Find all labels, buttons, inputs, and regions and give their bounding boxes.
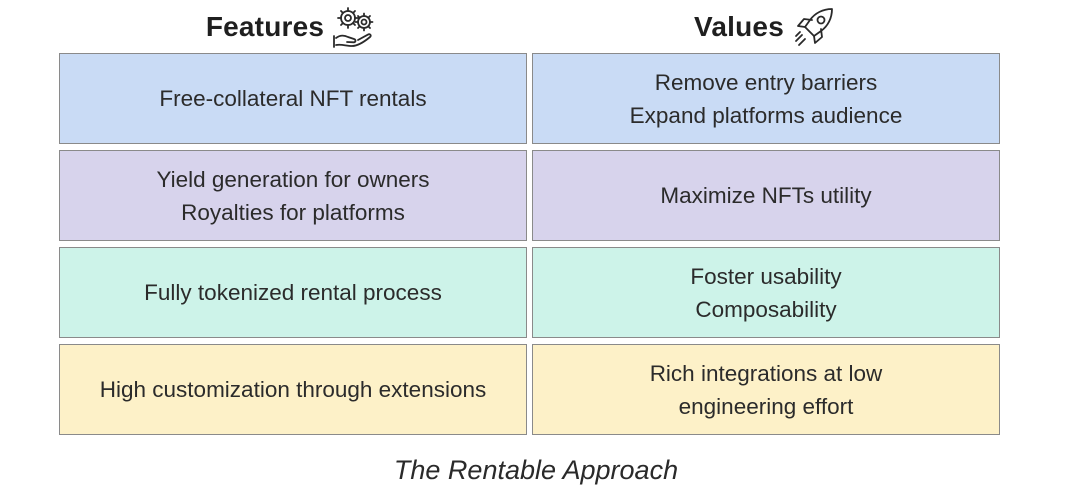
features-values-table: Free-collateral NFT rentals Remove entry … (59, 53, 1000, 435)
features-header: Features (60, 4, 526, 50)
value-cell: Rich integrations at low engineering effo… (532, 344, 1000, 435)
figure-caption: The Rentable Approach (393, 455, 679, 485)
feature-text-line: Royalties for platforms (181, 199, 405, 225)
value-text-line: engineering effort (678, 393, 854, 419)
value-text-line: Expand platforms audience (629, 102, 903, 128)
feature-text-line: High customization through extensions (99, 377, 487, 402)
gears-in-hand-icon (332, 5, 380, 49)
features-title: Features (205, 11, 325, 42)
values-header: Values (532, 4, 998, 50)
feature-text-line: Fully tokenized rental process (144, 280, 442, 305)
value-text-line: Rich integrations at low (649, 360, 883, 386)
feature-cell: Fully tokenized rental process (59, 247, 527, 338)
values-title: Values (694, 11, 784, 42)
value-text-line: Composability (695, 296, 837, 322)
feature-text-line: Free-collateral NFT rentals (159, 86, 427, 111)
value-text-line: Maximize NFTs utility (660, 183, 872, 208)
feature-cell: Free-collateral NFT rentals (59, 53, 527, 144)
value-cell: Maximize NFTs utility (532, 150, 1000, 241)
value-text-line: Foster usability (690, 263, 842, 289)
value-text-line: Remove entry barriers (654, 69, 878, 95)
rocket-icon (792, 5, 836, 49)
feature-cell: High customization through extensions (59, 344, 527, 435)
feature-text-line: Yield generation for owners (156, 166, 430, 192)
